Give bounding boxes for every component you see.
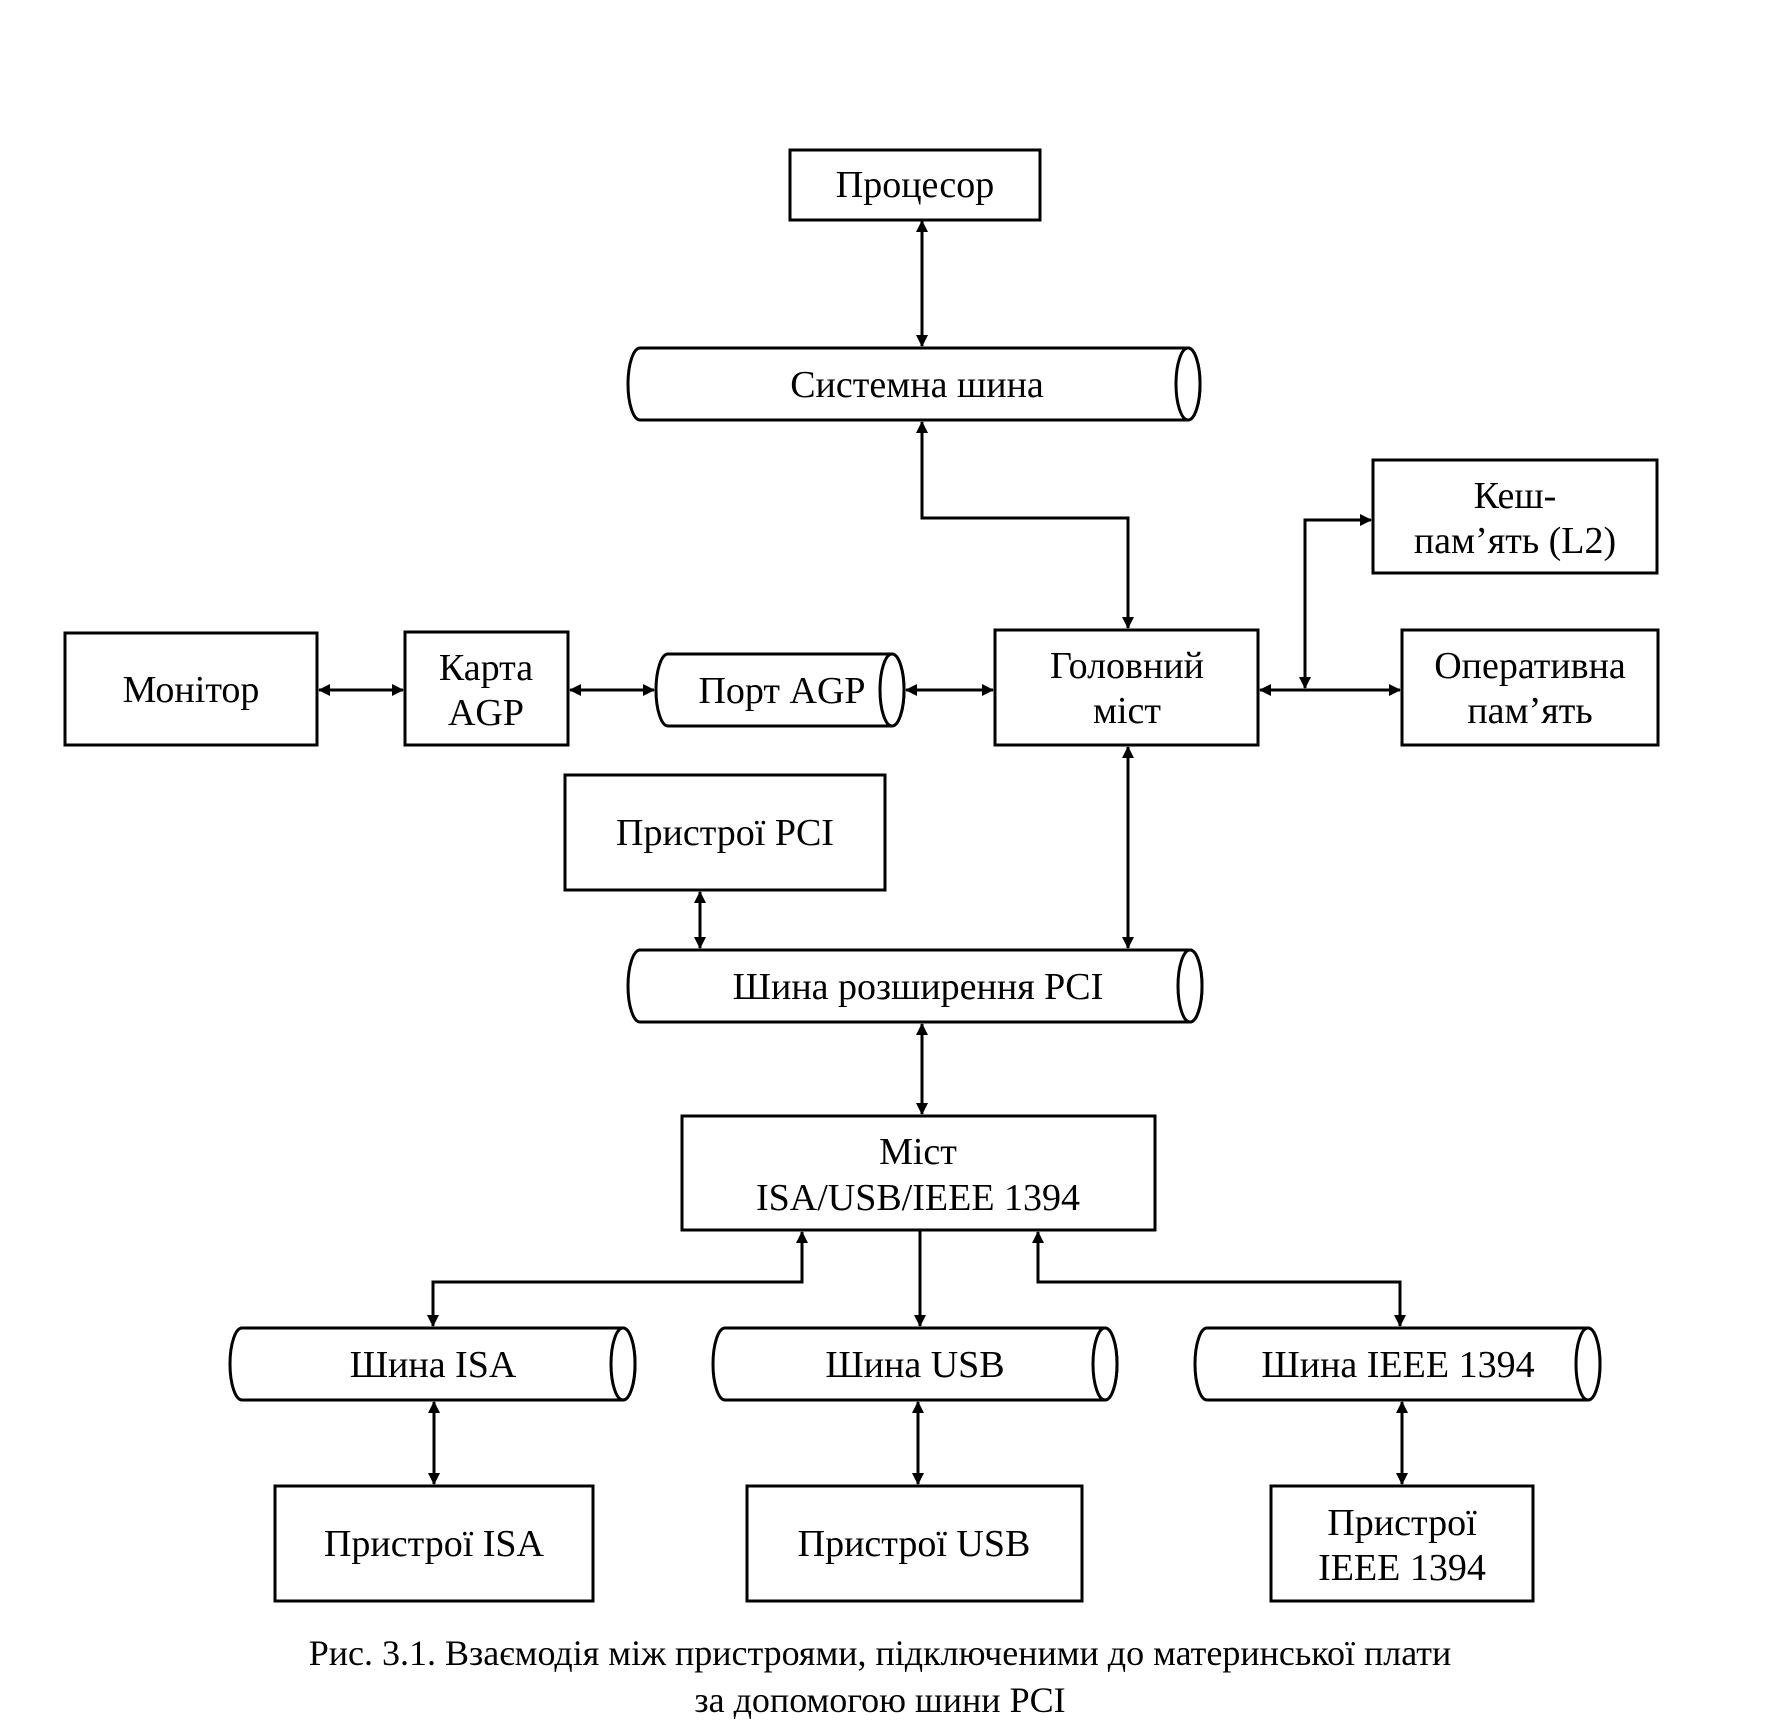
south-bridge-box: Міст ISA/USB/IEEE 1394 bbox=[680, 1114, 1157, 1232]
isa-bus-pipe: Шина ISA bbox=[228, 1326, 637, 1402]
south-bridge-label-line2: ISA/USB/IEEE 1394 bbox=[756, 1177, 1080, 1219]
ieee-bus-pipe: Шина IEEE 1394 bbox=[1193, 1326, 1602, 1402]
connectors bbox=[318, 220, 1408, 1485]
agp-port-label: Порт AGP bbox=[698, 670, 865, 712]
pci-bus-pipe: Шина розширення PCI bbox=[626, 948, 1204, 1024]
monitor-label: Монітор bbox=[123, 669, 260, 711]
ieee-devices-label-line2: IEEE 1394 bbox=[1318, 1547, 1486, 1589]
ieee-bus-label: Шина IEEE 1394 bbox=[1261, 1344, 1534, 1386]
isa-devices-label: Пристрої ISA bbox=[324, 1523, 545, 1565]
connector-south-bridge-isa-bus bbox=[427, 1231, 808, 1327]
agp-card-label-line2: AGP bbox=[448, 692, 524, 734]
ram-box: Оперативна пам’ять bbox=[1400, 628, 1660, 747]
caption-line2: за допомогою шини PCI bbox=[694, 1680, 1065, 1720]
connector-memory-bus-cache bbox=[1299, 514, 1372, 689]
cache-label-line1: Кеш- bbox=[1474, 475, 1557, 517]
north-bridge-box: Головний міст bbox=[993, 628, 1260, 747]
ram-label-line2: пам’ять bbox=[1467, 690, 1592, 732]
processor-label: Процесор bbox=[836, 164, 994, 206]
usb-bus-pipe: Шина USB bbox=[711, 1326, 1119, 1402]
caption-line1: Рис. 3.1. Взаємодія між пристроями, підк… bbox=[309, 1633, 1452, 1673]
system-bus-pipe: Системна шина bbox=[626, 346, 1202, 422]
processor-box: Процесор bbox=[788, 148, 1042, 222]
connector-system-bus-north-bridge bbox=[916, 421, 1134, 629]
south-bridge-label-line1: Міст bbox=[879, 1131, 957, 1173]
agp-card-box: Карта AGP bbox=[403, 630, 570, 747]
cache-l2-box: Кеш- пам’ять (L2) bbox=[1371, 458, 1659, 575]
isa-bus-label: Шина ISA bbox=[350, 1344, 517, 1386]
monitor-box: Монітор bbox=[63, 631, 319, 747]
pci-bus-label: Шина розширення PCI bbox=[733, 966, 1104, 1008]
figure-caption: Рис. 3.1. Взаємодія між пристроями, підк… bbox=[309, 1633, 1452, 1720]
usb-devices-box: Пристрої USB bbox=[745, 1484, 1084, 1603]
connector-south-bridge-ieee-bus bbox=[1032, 1231, 1406, 1327]
ieee-devices-box: Пристрої IEEE 1394 bbox=[1269, 1484, 1535, 1603]
agp-port-pipe: Порт AGP bbox=[654, 652, 906, 728]
north-bridge-label-line1: Головний bbox=[1050, 645, 1204, 687]
usb-bus-label: Шина USB bbox=[825, 1344, 1004, 1386]
system-bus-label: Системна шина bbox=[790, 364, 1044, 406]
cache-label-line2: пам’ять (L2) bbox=[1414, 520, 1616, 562]
isa-devices-box: Пристрої ISA bbox=[273, 1484, 595, 1603]
ram-label-line1: Оперативна bbox=[1434, 645, 1626, 687]
ieee-devices-label-line1: Пристрої bbox=[1327, 1502, 1477, 1544]
agp-card-label-line1: Карта bbox=[439, 647, 533, 689]
pci-devices-box: Пристрої PCI bbox=[563, 773, 887, 892]
pci-devices-label: Пристрої PCI bbox=[616, 812, 834, 854]
usb-devices-label: Пристрої USB bbox=[798, 1523, 1031, 1565]
north-bridge-label-line2: міст bbox=[1093, 690, 1161, 732]
